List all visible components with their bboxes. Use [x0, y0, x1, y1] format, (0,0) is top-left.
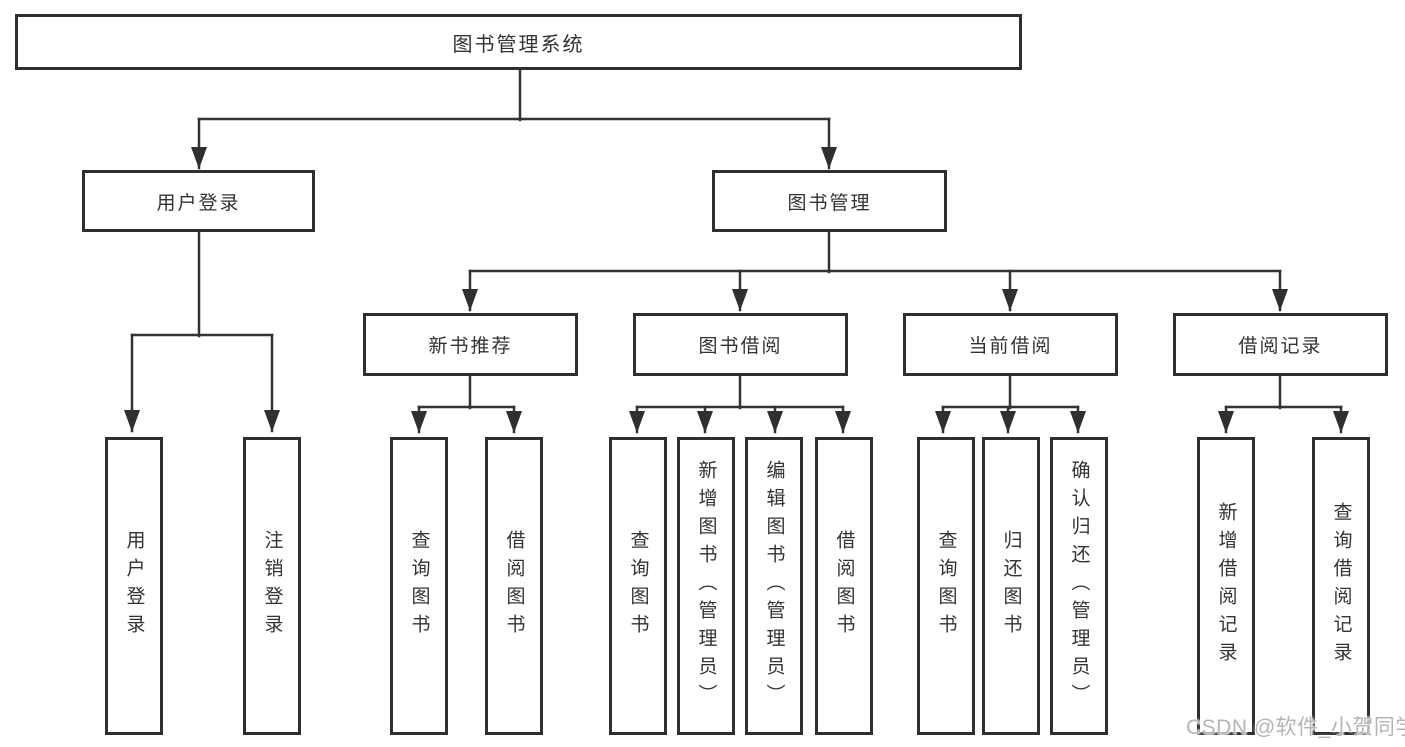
- node-label: 当前借阅: [968, 336, 1053, 357]
- node-label: 归还图书: [1000, 530, 1022, 642]
- node-borrow-records: 借阅记录: [1173, 313, 1388, 376]
- node-label: 图书借阅: [698, 336, 783, 357]
- node-leaf-logout: 注销登录: [243, 437, 301, 735]
- node-label: 借阅记录: [1238, 336, 1323, 357]
- node-label: 用户登录: [123, 530, 145, 642]
- node-root-library-management-system: 图书管理系统: [15, 14, 1022, 70]
- node-label: 查询借阅记录: [1330, 502, 1352, 670]
- node-leaf-add-borrow-record: 新增借阅记录: [1197, 437, 1255, 735]
- node-leaf-borrow-books: 借阅图书: [815, 437, 873, 735]
- node-label: 查询图书: [408, 530, 430, 642]
- node-leaf-query-books-borrow: 查询图书: [609, 437, 667, 735]
- node-book-borrow: 图书借阅: [633, 313, 848, 376]
- node-label: 借阅图书: [833, 530, 855, 642]
- node-leaf-query-books-current: 查询图书: [917, 437, 975, 735]
- node-leaf-query-borrow-record: 查询借阅记录: [1312, 437, 1370, 735]
- node-leaf-return-books: 归还图书: [982, 437, 1040, 735]
- csdn-watermark: CSDN @软件_小贺同学: [1186, 716, 1405, 739]
- node-label: 用户登录: [156, 192, 241, 214]
- node-label: 查询图书: [627, 530, 649, 642]
- node-label: 注销登录: [261, 530, 283, 642]
- node-leaf-borrow-books-recommend: 借阅图书: [485, 437, 543, 735]
- node-user-login: 用户登录: [82, 170, 315, 232]
- node-label: 新增借阅记录: [1215, 502, 1237, 670]
- node-label: 新书推荐: [428, 336, 513, 357]
- node-label: 新增图书（管理员）: [695, 460, 717, 712]
- node-label: 查询图书: [935, 530, 957, 642]
- node-leaf-add-books-admin: 新增图书（管理员）: [677, 437, 735, 735]
- node-leaf-confirm-return-admin: 确认归还（管理员）: [1050, 437, 1108, 735]
- node-label: 图书管理系统: [452, 33, 585, 56]
- node-new-book-recommend: 新书推荐: [363, 313, 578, 376]
- node-label: 借阅图书: [503, 530, 525, 642]
- node-current-borrow: 当前借阅: [903, 313, 1118, 376]
- node-leaf-edit-books-admin: 编辑图书（管理员）: [745, 437, 803, 735]
- node-leaf-query-books-recommend: 查询图书: [390, 437, 448, 735]
- node-leaf-user-login: 用户登录: [105, 437, 163, 735]
- node-book-management: 图书管理: [712, 170, 947, 232]
- node-label: 确认归还（管理员）: [1068, 460, 1090, 712]
- node-label: 编辑图书（管理员）: [763, 460, 785, 712]
- node-label: 图书管理: [787, 192, 872, 214]
